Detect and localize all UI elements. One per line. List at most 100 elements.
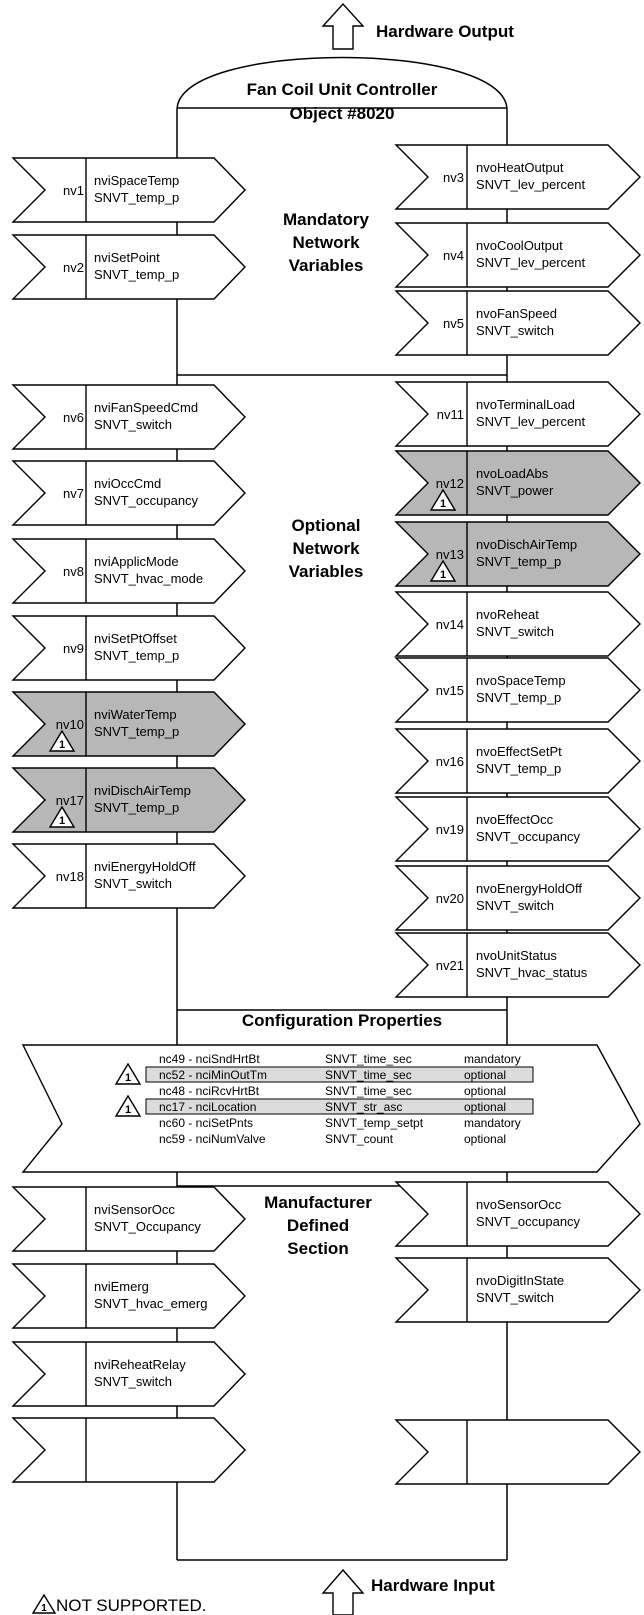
output-name: nvoTerminalLoad (476, 397, 575, 412)
input-chevron (11, 767, 246, 833)
hardware-output-arrow (321, 2, 365, 50)
input-nv-number: nv1 (63, 183, 84, 198)
warning-number: 1 (440, 498, 446, 510)
warning-number: 1 (41, 1603, 47, 1614)
output-chevron (394, 591, 641, 657)
input-type: SNVT_temp_p (94, 724, 179, 739)
input-type: SNVT_switch (94, 417, 172, 432)
input-chevron (11, 1341, 246, 1407)
output-chevron (394, 521, 641, 587)
output-nv-number: nv20 (436, 891, 464, 906)
output-warning-icon: 1 (429, 488, 457, 511)
manufacturer-title-3: Section (287, 1239, 348, 1258)
warning-triangle (114, 1094, 142, 1117)
output-nv-number: nv19 (436, 822, 464, 837)
output-nv-number: nv16 (436, 754, 464, 769)
manufacturer-title-2: Defined (287, 1216, 349, 1235)
input-type: SNVT_temp_p (94, 800, 179, 815)
output-chevron (394, 144, 641, 210)
output-chevron (394, 657, 641, 723)
input-nv-number: nv18 (56, 869, 84, 884)
input-name: nviSetPoint (94, 250, 160, 265)
input-chevron (11, 460, 246, 526)
warning-triangle (114, 1062, 142, 1085)
output-name: nvoSpaceTemp (476, 673, 566, 688)
input-chevron (11, 843, 246, 909)
mandatory-title-3: Variables (289, 256, 364, 275)
hardware-input-label: Hardware Input (371, 1576, 495, 1595)
output-chevron (394, 1257, 641, 1323)
input-type: SNVT_occupancy (94, 493, 199, 508)
warning-number: 1 (125, 1104, 131, 1116)
input-name: nviSensorOcc (94, 1202, 175, 1217)
output-type: SNVT_temp_p (476, 554, 561, 569)
config-property: nc52 - nciMinOutTm (159, 1068, 267, 1082)
output-chevron (394, 1181, 641, 1247)
input-chevron (11, 538, 246, 604)
output-nv-number: nv11 (437, 407, 464, 422)
output-name: nvoHeatOutput (476, 160, 564, 175)
output-nv-number: nv21 (436, 958, 464, 973)
input-type: SNVT_temp_p (94, 190, 179, 205)
output-chevron (394, 932, 641, 998)
input-chevron (11, 691, 246, 757)
output-name: nvoEnergyHoldOff (476, 881, 582, 896)
optional-title-3: Variables (289, 562, 364, 581)
input-chevron (11, 1417, 246, 1483)
hardware-input-arrow (321, 1568, 365, 1615)
output-nv-number: nv5 (443, 316, 464, 331)
warning-number: 1 (59, 739, 65, 751)
input-chevron (11, 1263, 246, 1329)
object-title-line1: Fan Coil Unit Controller (247, 80, 438, 99)
input-warning-icon: 1 (48, 729, 76, 752)
output-chevron (394, 222, 641, 288)
output-type: SNVT_occupancy (476, 1214, 581, 1229)
warning-legend: 1 NOT SUPPORTED. (31, 1593, 207, 1615)
output-chevron (394, 865, 641, 931)
mandatory-title-2: Network (292, 233, 360, 252)
config-status: optional (464, 1084, 506, 1098)
output-type: SNVT_hvac_status (476, 965, 588, 980)
output-name: nvoUnitStatus (476, 948, 557, 963)
object-frame-top (176, 56, 508, 175)
input-variable (11, 1417, 246, 1483)
output-type: SNVT_lev_percent (476, 177, 585, 192)
output-chevron (394, 381, 641, 447)
input-name: nviOccCmd (94, 476, 161, 491)
input-name: nviWaterTemp (94, 707, 177, 722)
input-chevron (11, 234, 246, 300)
output-name: nvoCoolOutput (476, 238, 563, 253)
input-nv-number: nv8 (63, 564, 84, 579)
input-type: SNVT_hvac_mode (94, 571, 203, 586)
output-name: nvoSensorOcc (476, 1197, 562, 1212)
config-property: nc49 - nciSndHrtBt (159, 1052, 260, 1066)
output-warning-icon: 1 (429, 559, 457, 582)
output-type: SNVT_switch (476, 323, 554, 338)
output-chevron (394, 290, 641, 356)
output-name: nvoFanSpeed (476, 306, 557, 321)
config-status: mandatory (464, 1052, 521, 1066)
output-name: nvoDigitInState (476, 1273, 564, 1288)
config-property: nc17 - nciLocation (159, 1100, 256, 1114)
warning-number: 1 (125, 1072, 131, 1084)
config-warning-icon: 1 (114, 1094, 142, 1117)
config-type: SNVT_time_sec (325, 1084, 412, 1098)
